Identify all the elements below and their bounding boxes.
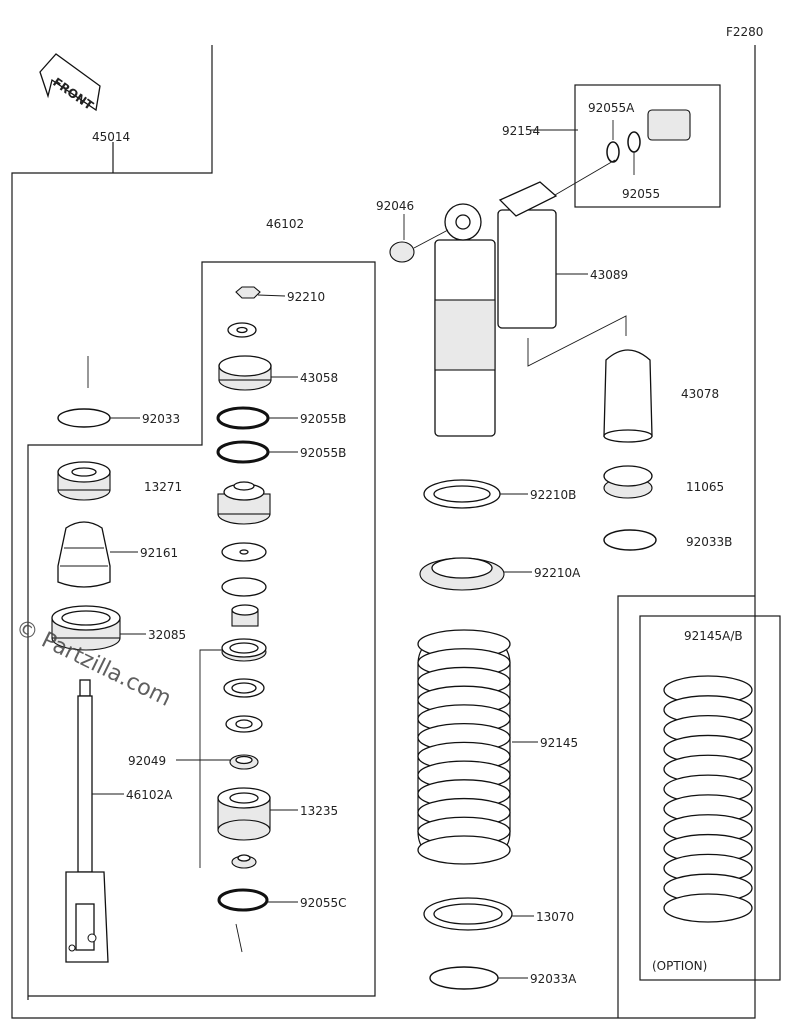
part-92210-nut[interactable] bbox=[235, 286, 261, 299]
part-45014-shock-body[interactable] bbox=[434, 203, 496, 437]
label-43058: 43058 bbox=[300, 371, 338, 385]
part-32085-cover[interactable] bbox=[51, 605, 121, 651]
assembly-frame-lines bbox=[11, 45, 781, 1019]
label-92033: 92033 bbox=[142, 412, 180, 426]
label-92210A: 92210A bbox=[534, 566, 581, 580]
part-43078-cover[interactable] bbox=[603, 349, 653, 443]
part-labels: 45014 46102 92210 43058 92033 92055B 920… bbox=[92, 101, 743, 986]
label-43089: 43089 bbox=[590, 268, 628, 282]
label-92055B-1: 92055B bbox=[300, 412, 346, 426]
spring-coil bbox=[663, 893, 753, 923]
label-46102: 46102 bbox=[266, 217, 304, 231]
part-13070-seat[interactable] bbox=[423, 897, 513, 931]
label-13271: 13271 bbox=[144, 480, 182, 494]
part-92210B-nut[interactable] bbox=[423, 479, 501, 509]
part-92033B-ring[interactable] bbox=[603, 529, 657, 551]
part-92210A-nut[interactable] bbox=[419, 557, 505, 591]
label-45014: 45014 bbox=[92, 130, 130, 144]
label-92161: 92161 bbox=[140, 546, 178, 560]
label-92055A: 92055A bbox=[588, 101, 635, 115]
part-shim-1[interactable] bbox=[221, 542, 267, 562]
label-46102A: 46102A bbox=[126, 788, 173, 802]
part-92049-washer[interactable] bbox=[229, 754, 259, 770]
label-92046: 92046 bbox=[376, 199, 414, 213]
part-92154-valve[interactable] bbox=[606, 109, 691, 163]
label-92210: 92210 bbox=[287, 290, 325, 304]
label-92154: 92154 bbox=[502, 124, 540, 138]
part-13235-bushing[interactable] bbox=[217, 787, 271, 841]
label-43078: 43078 bbox=[681, 387, 719, 401]
label-13235: 13235 bbox=[300, 804, 338, 818]
leader-lines bbox=[92, 120, 635, 979]
part-13271-cap[interactable] bbox=[57, 461, 111, 501]
part-spring-small[interactable] bbox=[231, 604, 259, 627]
part-washer-1[interactable] bbox=[227, 322, 257, 338]
part-92055B-oring-2[interactable] bbox=[216, 440, 270, 464]
label-13070: 13070 bbox=[536, 910, 574, 924]
label-92033A: 92033A bbox=[530, 972, 577, 986]
part-piston-ring[interactable] bbox=[221, 638, 267, 662]
label-11065: 11065 bbox=[686, 480, 724, 494]
label-92145: 92145 bbox=[540, 736, 578, 750]
part-piston[interactable] bbox=[223, 678, 265, 698]
option-label: (OPTION) bbox=[652, 959, 707, 973]
part-seal-head[interactable] bbox=[217, 481, 271, 525]
part-43058-collar[interactable] bbox=[218, 355, 272, 391]
part-92055C-oring[interactable] bbox=[217, 888, 269, 953]
part-43089-reservoir[interactable] bbox=[497, 181, 558, 329]
label-92055B-2: 92055B bbox=[300, 446, 346, 460]
label-92049: 92049 bbox=[128, 754, 166, 768]
spring-coil bbox=[417, 835, 511, 865]
part-92046-bushing[interactable] bbox=[389, 241, 415, 263]
part-shim-2[interactable] bbox=[221, 577, 267, 597]
label-92145AB: 92145A/B bbox=[684, 629, 743, 643]
part-92033A-ring[interactable] bbox=[429, 966, 499, 990]
label-92033B: 92033B bbox=[686, 535, 732, 549]
label-92055C: 92055C bbox=[300, 896, 347, 910]
part-92145AB-spring-option[interactable] bbox=[663, 675, 753, 923]
figure-code: F2280 bbox=[726, 25, 763, 39]
label-92210B: 92210B bbox=[530, 488, 576, 502]
part-92145-spring[interactable] bbox=[417, 629, 511, 865]
label-32085: 32085 bbox=[148, 628, 186, 642]
part-11065-seal[interactable] bbox=[603, 465, 653, 499]
part-nut-small[interactable] bbox=[231, 854, 257, 869]
part-92055B-oring-1[interactable] bbox=[216, 406, 270, 430]
part-46102A-piston-rod[interactable] bbox=[65, 679, 109, 963]
label-92055: 92055 bbox=[622, 187, 660, 201]
part-92033-snap-ring[interactable] bbox=[57, 356, 111, 428]
part-shim-3[interactable] bbox=[225, 715, 263, 733]
front-direction-arrow: FRONT bbox=[39, 53, 101, 113]
part-92161-bump-stop[interactable] bbox=[57, 521, 111, 588]
